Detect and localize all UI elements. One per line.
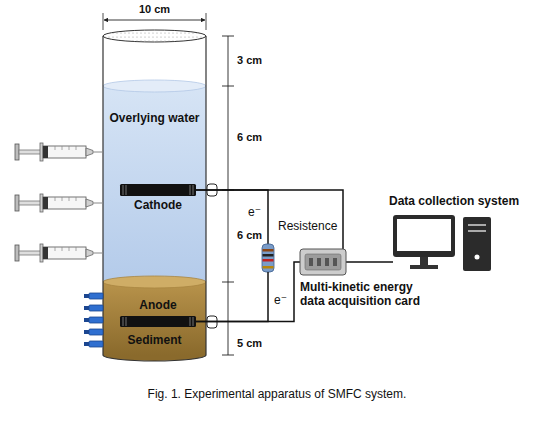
electron-label: e⁻ <box>273 294 288 308</box>
cylinder-wall <box>205 36 206 355</box>
resistor-symbol-shape <box>262 236 274 280</box>
anode-electrode: Anode <box>120 316 196 327</box>
dimension-label: 3 cm <box>237 54 262 67</box>
node-label: Sediment <box>103 334 206 348</box>
cylinder-bottom <box>103 355 206 361</box>
sampling-port <box>84 317 103 323</box>
dimension-extension <box>206 13 207 30</box>
wire <box>346 261 393 263</box>
sediment-fill <box>103 282 206 355</box>
dimension-label: 6 cm <box>237 131 262 144</box>
dimension-line <box>228 36 229 355</box>
node-label: Cathode <box>108 199 208 213</box>
cathode-electrode-shape <box>120 184 196 196</box>
figure-caption: Fig. 1. Experimental apparatus of SMFC s… <box>0 388 554 402</box>
sediment-surface <box>103 276 206 288</box>
sampling-port <box>84 293 103 299</box>
dimension-tick <box>222 36 234 37</box>
sampling-port <box>84 329 103 335</box>
computer-icon-shape <box>393 213 493 271</box>
acquisition-card: Multi-kinetic energy data acquisition ca… <box>300 249 346 275</box>
dimension-tick <box>222 355 234 356</box>
dimension-extension <box>103 13 104 30</box>
dimension-line <box>104 20 205 21</box>
air-gap <box>103 36 206 86</box>
resistor-symbol: Resistence <box>262 236 274 280</box>
node-label: Multi-kinetic energy data acquisition ca… <box>300 281 435 309</box>
computer-icon: Data collection system <box>393 213 493 271</box>
syringe <box>15 194 103 212</box>
cylinder-top <box>103 30 206 42</box>
cathode-electrode: Cathode <box>120 184 196 196</box>
water-band: Overlying waterCathode <box>103 86 206 282</box>
node-label: Data collection system <box>389 195 519 209</box>
dimension-tick <box>222 86 234 87</box>
sampling-port <box>84 305 103 311</box>
sampling-port <box>84 341 103 347</box>
syringe <box>15 143 103 161</box>
node-label: Resistence <box>278 220 337 234</box>
wire <box>196 280 268 322</box>
acquisition-card-shape <box>300 249 346 275</box>
wire <box>196 262 300 322</box>
water-surface <box>103 80 206 92</box>
cylinder-top-hatch <box>103 30 206 42</box>
wire <box>196 190 343 249</box>
dimension-label: 6 cm <box>237 229 262 242</box>
node-label: Overlying water <box>103 112 206 126</box>
water-fill <box>103 86 206 282</box>
node-label: Anode <box>108 299 208 313</box>
electron-label: e⁻ <box>247 206 262 220</box>
sediment-band: Sediment Anode <box>103 282 206 355</box>
dimension-label: 10 cm <box>139 3 170 16</box>
dimension-tick <box>222 282 234 283</box>
syringe <box>15 244 103 262</box>
anode-electrode-shape <box>120 316 196 327</box>
dimension-label: 5 cm <box>237 337 262 350</box>
